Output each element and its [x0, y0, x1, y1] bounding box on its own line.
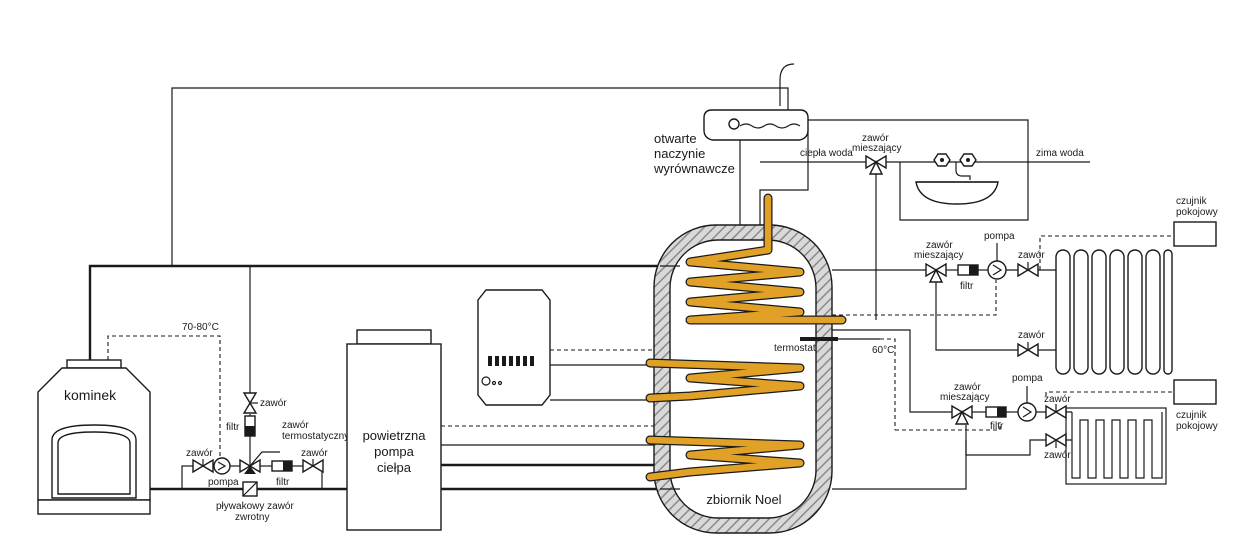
heat-pump-label-3: ciełpa [377, 460, 412, 475]
hot-water-label: ciepła woda [800, 148, 853, 159]
floor-circuit: zawór mieszający filtr pompa zawór zawór [832, 329, 1172, 490]
fireplace: kominek [37, 359, 151, 515]
gas-boiler [477, 289, 551, 406]
temp-tank-label: 60°C [872, 345, 894, 356]
mix-mid-label-2: mieszający [914, 250, 963, 261]
thermo-valve-label-2: termostatyczny [282, 431, 349, 442]
filter-left2-label: filtr [276, 477, 290, 488]
filter-low-label: filtr [990, 421, 1004, 432]
tank-label: zbiornik Noel [706, 492, 781, 507]
thermostat-label: termostat [774, 343, 816, 354]
valve-top-label: zawór [260, 398, 287, 409]
mix-top-label-2: mieszający [852, 143, 901, 154]
expansion-label-2: naczynie [654, 146, 705, 161]
filter-mid-label: filtr [960, 281, 974, 292]
mix-low-label-2: mieszający [940, 392, 989, 403]
float-valve-label-1: pływakowy zawór [216, 501, 294, 512]
mix-mid-label-1: zawór [926, 240, 953, 251]
pump-low-label: pompa [1012, 373, 1043, 384]
sensor-1-label-a: czujnik [1176, 196, 1208, 207]
valve-left2-label: zawór [301, 448, 328, 459]
sink-icon [915, 181, 999, 205]
sensor-2-label-a: czujnik [1176, 410, 1208, 421]
fireplace-label: kominek [64, 387, 117, 403]
valve-floor-label-2: zawór [1044, 450, 1071, 461]
room-sensor-2 [1173, 379, 1217, 405]
float-valve-label-2: zwrotny [235, 512, 269, 523]
filter-left-label: filtr [226, 422, 240, 433]
cold-water-label: zima woda [1036, 148, 1084, 159]
valve-floor-label-1: zawór [1044, 394, 1071, 405]
expansion-tank: otwarte naczynie wyrównawcze [653, 63, 809, 176]
expansion-label-1: otwarte [654, 131, 697, 146]
room-sensor-1 [1173, 221, 1217, 247]
mix-top-label-1: zawór [862, 133, 889, 144]
domestic-water: ciepła woda zima woda zawór mieszający [760, 119, 1090, 320]
pump-left-label: pompa [208, 477, 239, 488]
expansion-label-3: wyrównawcze [653, 161, 735, 176]
valve-rad-label-2: zawór [1018, 330, 1045, 341]
valve-rad-label-1: zawór [1018, 250, 1045, 261]
temp-fireplace-label: 70-80°C [182, 322, 219, 333]
tank-coils [645, 193, 847, 482]
pump-mid-icon [987, 260, 1007, 280]
pump-left-icon [213, 457, 231, 475]
heat-pump-label-2: pompa [374, 444, 415, 459]
heat-pump: powietrzna pompa ciełpa [346, 329, 442, 531]
thermostat-icon [800, 337, 838, 341]
valve-left-label: zawór [186, 448, 213, 459]
pump-low-icon [1017, 402, 1037, 422]
sensor-2-label-b: pokojowy [1176, 421, 1218, 432]
sensor-1-label-b: pokojowy [1176, 207, 1218, 218]
pump-mid-label: pompa [984, 231, 1015, 242]
left-valve-group: zawór pompa zawór termostatyczny filtr z… [186, 392, 349, 523]
heat-pump-label-1: powietrzna [363, 428, 427, 443]
radiator-circuit: zawór mieszający filtr pompa zawór zawór [832, 231, 1173, 375]
mix-low-label-1: zawór [954, 382, 981, 393]
thermo-valve-label-1: zawór [282, 420, 309, 431]
